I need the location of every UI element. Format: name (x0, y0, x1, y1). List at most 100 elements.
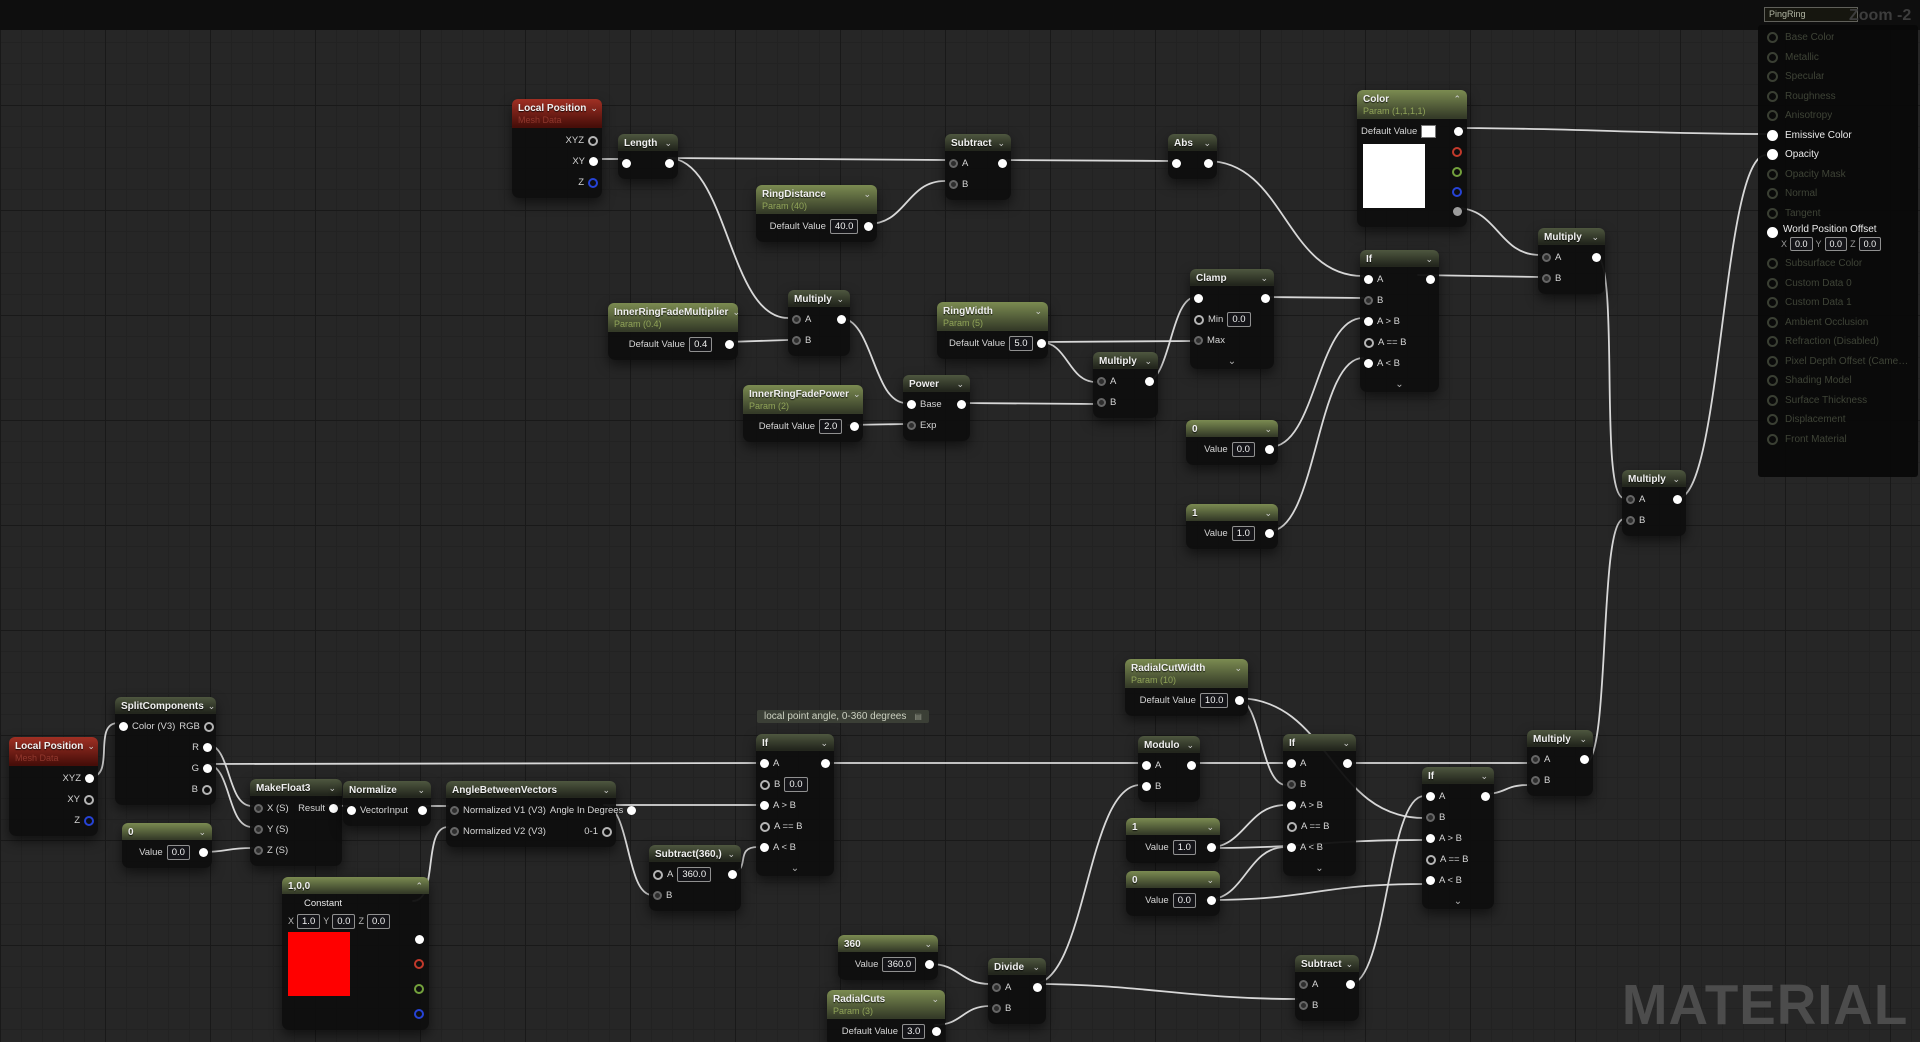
normalize-pin-out[interactable] (418, 806, 427, 815)
if-radial2-pin-A[interactable] (1426, 792, 1435, 801)
ring-width-pin-out[interactable] (1036, 339, 1046, 348)
collapse-chevron-icon[interactable]: ⌄ (1144, 355, 1152, 366)
power-pin-Exp[interactable] (907, 421, 916, 430)
radial-cut-width-value-field[interactable]: 10.0 (1199, 693, 1229, 708)
output-pin-specular[interactable] (1767, 71, 1778, 83)
collapse-chevron-icon[interactable]: ⌄ (602, 784, 610, 795)
collapse-chevron-icon[interactable]: ⌄ (1032, 961, 1040, 972)
collapse-chevron-icon[interactable]: ⌄ (836, 293, 844, 304)
local-position-bottom-pin-Z[interactable] (84, 815, 94, 826)
vector-1-0-0-pin-filled[interactable] (415, 935, 424, 944)
ring-width-value-field[interactable]: 5.0 (1009, 336, 1033, 351)
collapse-chevron-icon[interactable]: ⌄ (931, 993, 939, 1004)
color-param-pin-out[interactable] (1454, 127, 1463, 136)
color-param-color-swatch[interactable] (1421, 125, 1437, 138)
output-pin-roughness[interactable] (1767, 90, 1778, 102)
if-radial1-pin-A[interactable] (1287, 759, 1296, 768)
multiply-top-right-pin-out[interactable] (1592, 253, 1601, 262)
multiply-bottom-right-pin-A[interactable] (1531, 755, 1540, 764)
angle-between-vectors-pin-Normalized V1 (V3)[interactable] (450, 806, 459, 815)
output-pin-opacity[interactable] (1767, 149, 1778, 161)
radial-cut-width-pin-out[interactable] (1235, 696, 1244, 705)
collapse-chevron-icon[interactable]: ⌄ (1203, 137, 1211, 148)
collapse-chevron-icon[interactable]: ⌃ (415, 880, 423, 891)
angle-between-vectors-pin-Normalized V2 (V3)[interactable] (450, 827, 459, 836)
power-pin-out[interactable] (957, 400, 966, 409)
if-top-pin-A > B[interactable] (1364, 317, 1373, 326)
collapse-chevron-icon[interactable]: ⌄ (328, 782, 336, 793)
output-pin-tangent[interactable] (1767, 207, 1778, 219)
collapse-chevron-icon[interactable]: ⌄ (1672, 473, 1680, 484)
output-pin-subsurface-color[interactable] (1767, 258, 1778, 270)
subtract-360-pin-B[interactable] (653, 891, 662, 900)
collapse-chevron-icon[interactable]: ⌄ (590, 102, 598, 113)
collapse-chevron-icon[interactable]: ⌄ (1425, 253, 1433, 264)
make-float3-pin-Z (S)[interactable] (254, 846, 263, 855)
wpo-z-field[interactable]: 0.0 (1858, 237, 1882, 251)
if-mid-field-B[interactable]: 0.0 (784, 777, 808, 792)
output-pin-shading-model[interactable] (1767, 375, 1778, 387)
inner-ring-fade-multiplier[interactable]: InnerRingFadeMultiplier⌄Param (0.4)Defau… (608, 303, 740, 360)
collapse-chevron-icon[interactable]: ⌄ (1034, 305, 1042, 316)
collapse-chevron-icon[interactable]: ⌄ (1186, 739, 1194, 750)
if-top-pin-out[interactable] (1426, 275, 1435, 284)
collapse-chevron-icon[interactable]: ⌄ (417, 784, 425, 795)
subtract-top-pin-out[interactable] (998, 159, 1007, 168)
collapse-chevron-icon[interactable]: ⌄ (1234, 662, 1242, 673)
collapse-chevron-icon[interactable]: ⌄ (664, 137, 672, 148)
make-float3-pin-X (S)[interactable] (254, 804, 263, 813)
if-mid-pin-A < B[interactable] (760, 843, 769, 852)
multiply-bottom-right-pin-B[interactable] (1531, 776, 1540, 785)
multiply-bottom-right-pin-out[interactable] (1580, 755, 1589, 764)
const-0-a-value-field[interactable]: 0.0 (1231, 442, 1255, 457)
const-1-b-value-field[interactable]: 1.0 (1172, 840, 1196, 855)
local-position-top-pin-Z[interactable] (588, 177, 598, 188)
inner-ring-fade-multiplier-pin-out[interactable] (725, 340, 734, 349)
angle-between-vectors-pin-0-1[interactable] (602, 826, 612, 837)
ring-distance-value-field[interactable]: 40.0 (829, 219, 859, 234)
output-pin-displacement[interactable] (1767, 414, 1778, 426)
inner-ring-fade-power-value-field[interactable]: 2.0 (819, 419, 843, 434)
modulo-pin-out[interactable] (1187, 761, 1196, 770)
vector-1-0-0-preview-swatch[interactable] (288, 932, 350, 996)
output-pin-front-material[interactable] (1767, 433, 1778, 445)
const-0-c-pin-out[interactable] (1207, 896, 1216, 905)
output-pin-normal[interactable] (1767, 188, 1778, 200)
collapse-chevron-icon[interactable]: ⌄ (1591, 231, 1599, 242)
abs-pin-out[interactable] (1204, 159, 1213, 168)
wpo-y-field[interactable]: 0.0 (1824, 237, 1848, 251)
radial-cuts-pin-out[interactable] (932, 1027, 941, 1036)
multiply-right-pin-out[interactable] (1673, 495, 1682, 504)
vector-1-0-0-x-field[interactable]: 1.0 (297, 913, 321, 929)
collapse-chevron-icon[interactable]: ⌄ (1480, 770, 1488, 781)
tab-pingring[interactable]: PingRing (1764, 7, 1858, 22)
collapse-chevron-icon[interactable]: ⌄ (1342, 737, 1350, 748)
multiply-top-right-pin-B[interactable] (1542, 274, 1551, 283)
collapse-chevron-icon[interactable]: ⌄ (1206, 874, 1214, 885)
split-components-pin-R[interactable] (203, 743, 212, 752)
output-pin-metallic[interactable] (1767, 51, 1778, 63)
split-components-pin-G[interactable] (203, 764, 212, 773)
output-pin-custom-data-0[interactable] (1767, 277, 1778, 289)
const-360-pin-out[interactable] (925, 960, 934, 969)
output-pin-base-color[interactable] (1767, 32, 1778, 44)
multiply-mid-pin-B[interactable] (792, 336, 801, 345)
multiply-top-right-pin-A[interactable] (1542, 253, 1551, 262)
if-mid-pin-A[interactable] (760, 759, 769, 768)
vector-1-0-0-z-field[interactable]: 0.0 (366, 913, 391, 929)
